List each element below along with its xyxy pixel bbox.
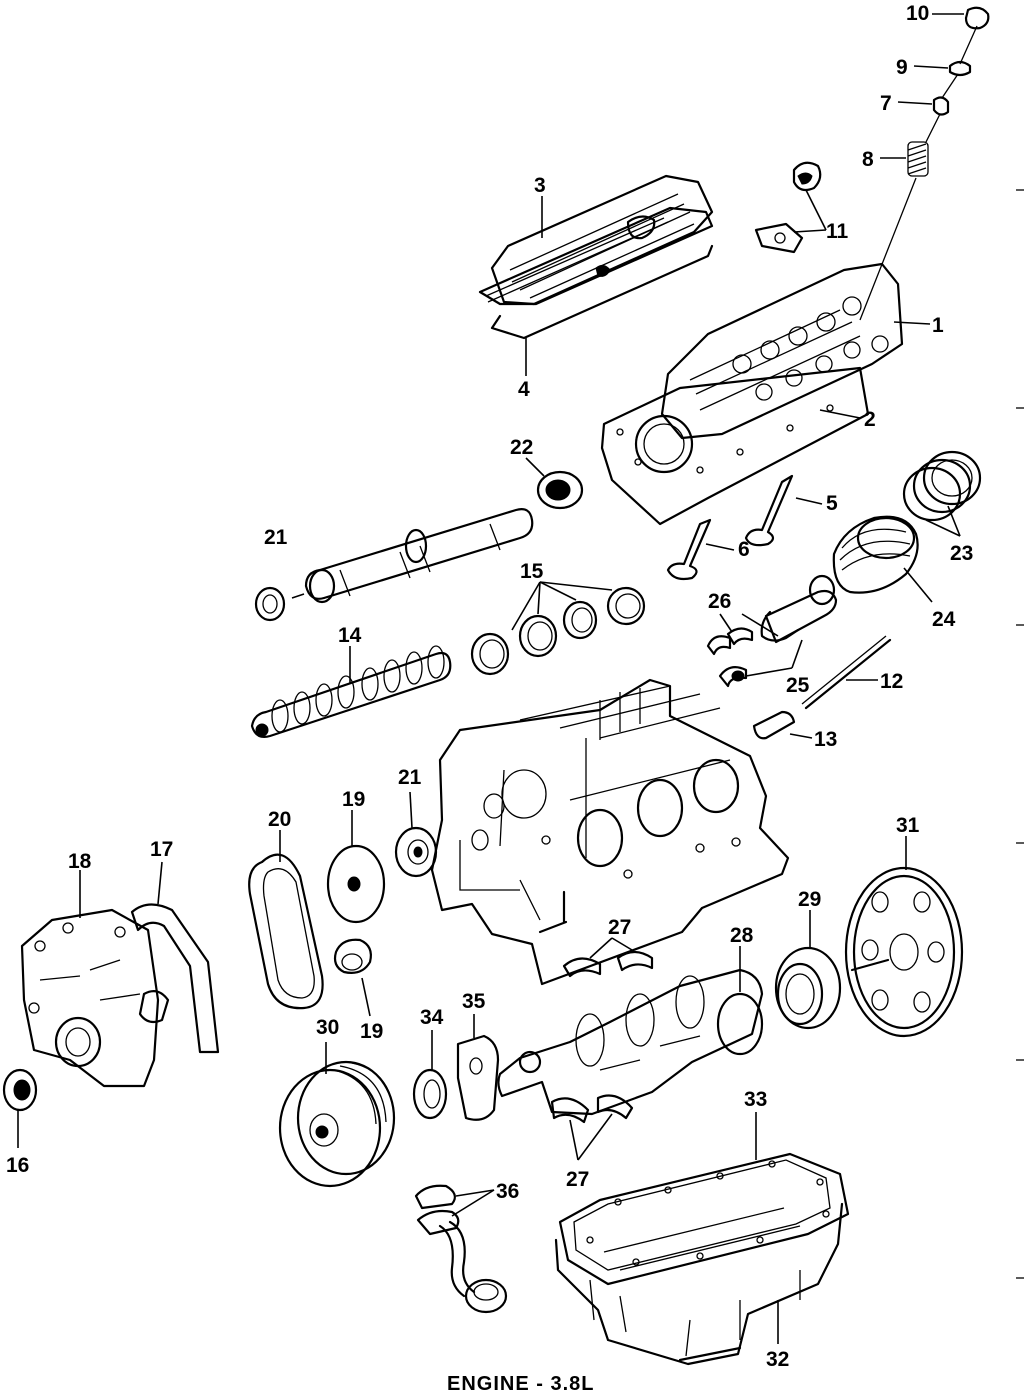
callout-30: 30 bbox=[316, 1016, 339, 1039]
camshaft bbox=[250, 645, 452, 738]
callout-20: 20 bbox=[268, 808, 291, 831]
callout-11: 11 bbox=[826, 220, 849, 243]
seal-34 bbox=[412, 1030, 448, 1120]
callout-34: 34 bbox=[420, 1006, 444, 1029]
callout-18: 18 bbox=[68, 850, 92, 873]
callout-21-lower: 21 bbox=[398, 766, 422, 789]
callout-25: 25 bbox=[786, 674, 810, 697]
callout-4: 4 bbox=[518, 378, 530, 401]
diagram-caption: ENGINE - 3.8L bbox=[447, 1373, 594, 1394]
plate-35 bbox=[456, 1014, 500, 1121]
oil-pan bbox=[554, 1202, 844, 1366]
piston-rings bbox=[902, 450, 982, 537]
main-bearings-upper bbox=[562, 937, 654, 978]
callout-33: 33 bbox=[744, 1088, 767, 1111]
callout-27-lower: 27 bbox=[566, 1168, 589, 1191]
callout-8: 8 bbox=[862, 148, 874, 171]
engine-block bbox=[430, 678, 790, 986]
cylinder-head bbox=[600, 262, 904, 526]
leader-lines bbox=[525, 13, 964, 419]
callout-29: 29 bbox=[798, 888, 821, 911]
valves bbox=[666, 474, 823, 581]
timing-cover-gasket bbox=[130, 861, 220, 1054]
callout-13: 13 bbox=[814, 728, 837, 751]
callout-7: 7 bbox=[880, 92, 892, 115]
callout-21-upper: 21 bbox=[264, 526, 288, 549]
callout-3: 3 bbox=[534, 174, 546, 197]
cam-bearings bbox=[470, 581, 646, 676]
margin-ticks bbox=[1016, 189, 1024, 1279]
pushrod-lifter bbox=[752, 635, 892, 740]
callout-24: 24 bbox=[932, 608, 956, 631]
callout-32: 32 bbox=[766, 1348, 789, 1371]
callout-35: 35 bbox=[462, 990, 486, 1013]
callout-labels: 10 9 7 8 3 11 1 4 2 22 5 21 23 6 15 26 2… bbox=[6, 2, 973, 1371]
callout-36: 36 bbox=[496, 1180, 519, 1203]
harmonic-balancer bbox=[278, 1042, 396, 1188]
piston bbox=[832, 515, 933, 603]
callout-22: 22 bbox=[510, 436, 533, 459]
callout-1: 1 bbox=[932, 314, 944, 337]
callout-19-lower: 19 bbox=[360, 1020, 383, 1043]
callout-28: 28 bbox=[730, 924, 754, 947]
callout-6: 6 bbox=[738, 538, 750, 561]
callout-14: 14 bbox=[338, 624, 362, 647]
flexplate bbox=[844, 836, 964, 1038]
callout-27-upper: 27 bbox=[608, 916, 631, 939]
callout-15: 15 bbox=[520, 560, 544, 583]
callout-12: 12 bbox=[880, 670, 903, 693]
callout-5: 5 bbox=[826, 492, 838, 515]
callout-19-upper: 19 bbox=[342, 788, 365, 811]
valve-spring-stack bbox=[859, 6, 990, 321]
callout-31: 31 bbox=[896, 814, 920, 837]
crank-sprocket bbox=[394, 791, 438, 878]
rocker-arm bbox=[754, 161, 822, 254]
cam-sprocket bbox=[326, 810, 386, 924]
oil-pan-gasket bbox=[558, 1112, 850, 1286]
front-seal bbox=[2, 1068, 38, 1148]
valve-cover bbox=[478, 174, 714, 340]
timing-chain bbox=[248, 830, 324, 1010]
callout-9: 9 bbox=[896, 56, 908, 79]
callout-23: 23 bbox=[950, 542, 973, 565]
timing-cover bbox=[20, 870, 170, 1088]
rear-seal bbox=[774, 910, 842, 1030]
callout-16: 16 bbox=[6, 1154, 29, 1177]
connecting-rod bbox=[706, 574, 838, 688]
callout-17: 17 bbox=[150, 838, 173, 861]
oil-pickup bbox=[414, 1184, 508, 1314]
main-bearings-lower bbox=[550, 1094, 634, 1161]
callout-2: 2 bbox=[864, 408, 876, 431]
sprocket-bolt bbox=[333, 938, 372, 1017]
callout-10: 10 bbox=[906, 2, 929, 25]
seal-22 bbox=[525, 457, 584, 510]
balance-shaft bbox=[254, 508, 534, 622]
callout-26: 26 bbox=[708, 590, 731, 613]
crankshaft bbox=[497, 946, 764, 1116]
